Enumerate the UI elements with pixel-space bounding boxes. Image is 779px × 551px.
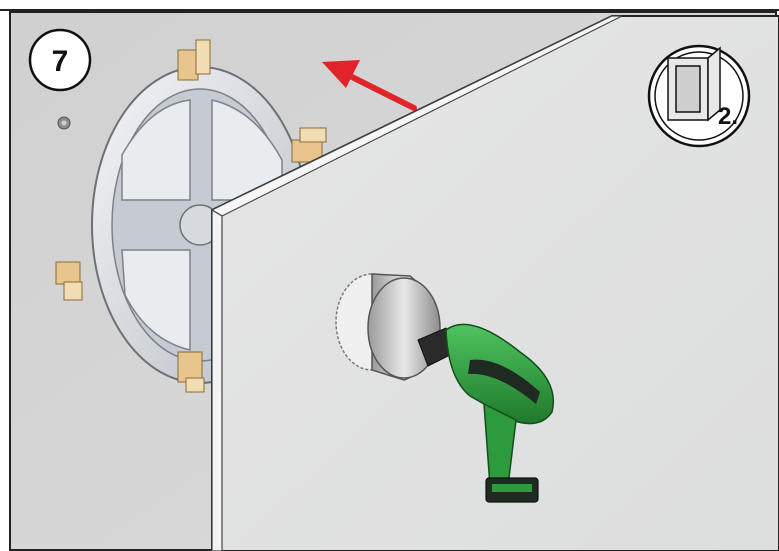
- detail-inset-icon: 2.: [647, 44, 751, 148]
- step-badge: 7: [28, 28, 92, 92]
- back-box-frame-icon: [55, 39, 327, 393]
- wall-screw-icon: [57, 116, 71, 130]
- direction-arrow-icon: [322, 60, 417, 111]
- drywall-panel: [210, 15, 779, 551]
- detail-number: 2.: [718, 103, 738, 130]
- step-number: 7: [52, 45, 69, 78]
- hole-saw-icon: [335, 273, 441, 381]
- cordless-drill-icon: [417, 323, 554, 503]
